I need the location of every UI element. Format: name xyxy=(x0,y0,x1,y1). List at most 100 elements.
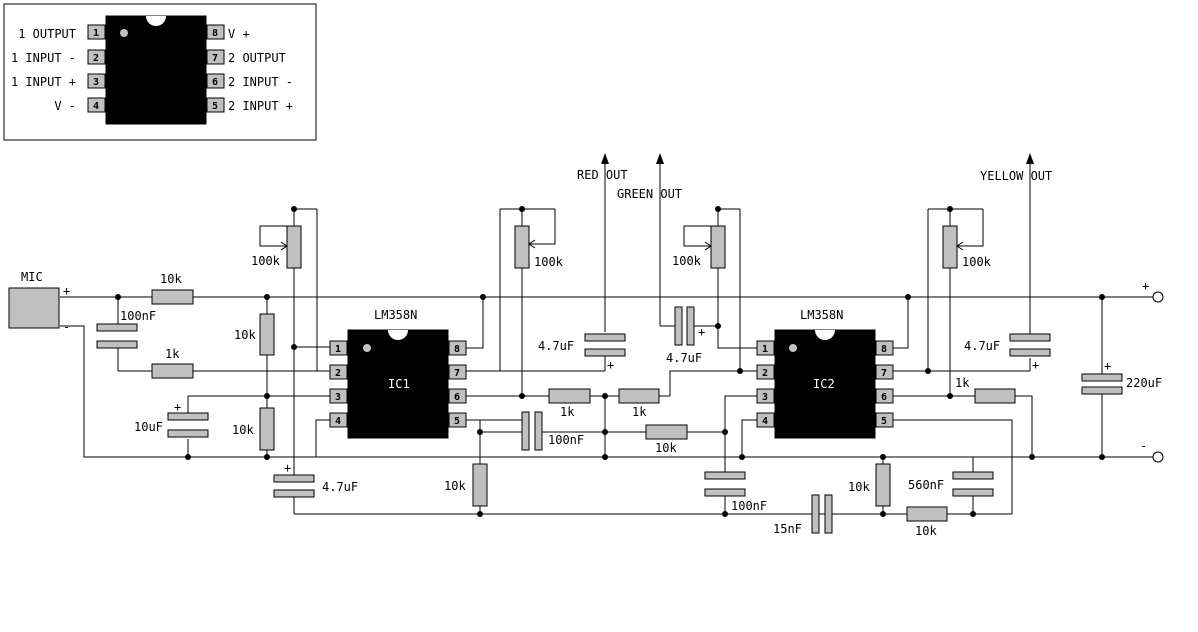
cap-47uF-red-plate-a xyxy=(584,333,626,342)
resistor-1k-a xyxy=(548,388,591,404)
supply-terminals: + - xyxy=(1140,279,1164,463)
junction-dots xyxy=(115,206,1105,517)
ic1-pin1-marker xyxy=(363,344,371,352)
ic2-notch xyxy=(815,330,835,340)
mic-body xyxy=(8,287,60,329)
pinout-label-v-minus: V - xyxy=(54,99,76,113)
label-pot1: 100k xyxy=(251,254,281,268)
svg-text:4: 4 xyxy=(762,416,768,427)
cap-47uF-low-plate-a xyxy=(273,474,315,483)
ic2: 1 2 3 4 8 7 6 5 LM358N IC2 xyxy=(756,308,894,439)
cap-100nF-in-plate-a xyxy=(96,323,138,332)
pinout-label-1-input-plus: 1 INPUT + xyxy=(11,75,76,89)
label-c-47uF-low: 4.7uF xyxy=(322,480,358,494)
terminal-plus-label: + xyxy=(1142,279,1149,293)
resistor-10k-mid xyxy=(645,424,688,440)
label-c-47uF-yellow: 4.7uF xyxy=(964,339,1000,353)
cap-15nF-plate-b xyxy=(824,494,833,534)
cap-220uF-plus: + xyxy=(1104,359,1111,373)
capacitors: + + + + + + xyxy=(96,306,1123,534)
pot1-body xyxy=(286,225,302,269)
label-c-100nF-low: 100nF xyxy=(731,499,767,513)
svg-text:4: 4 xyxy=(335,416,341,427)
svg-text:3: 3 xyxy=(762,392,768,403)
cap-47uF-green-plus: + xyxy=(698,325,705,339)
pinout-pin-1 xyxy=(87,24,106,40)
cap-10uF-plus: + xyxy=(174,400,181,414)
pinout-num-3: 3 xyxy=(93,77,99,88)
svg-text:2: 2 xyxy=(762,368,768,379)
pinout-pin-5 xyxy=(206,97,225,113)
pot4-body xyxy=(942,225,958,269)
value-labels: 10k 100nF 1k 10k 10k 10uF 100k 100k 100k… xyxy=(120,254,1162,538)
svg-text:7: 7 xyxy=(881,368,887,379)
label-r-10k-ic2b: 10k xyxy=(915,524,937,538)
svg-text:5: 5 xyxy=(881,416,887,427)
pinout-label-1-output: 1 OUTPUT xyxy=(18,27,76,41)
pot1-wiper xyxy=(260,241,288,251)
cap-47uF-red-plate-b xyxy=(584,348,626,357)
pinout-pin1-marker xyxy=(120,29,128,37)
label-r-10k-ic2a: 10k xyxy=(848,480,870,494)
wires xyxy=(60,160,1154,515)
ic1-notch xyxy=(388,330,408,340)
cap-10uF-plate-a xyxy=(167,412,209,421)
label-pot3: 100k xyxy=(672,254,702,268)
pinout-pin-2 xyxy=(87,49,106,65)
yellow-out-label: YELLOW OUT xyxy=(980,169,1052,183)
cap-560nF-plate-a xyxy=(952,471,994,480)
resistor-10k-bias1 xyxy=(259,313,275,356)
cap-100nF-mid-plate-a xyxy=(521,411,530,451)
cap-15nF-plate-a xyxy=(811,494,820,534)
label-c-15nF: 15nF xyxy=(773,522,802,536)
label-pot4: 100k xyxy=(962,255,992,269)
pot2-body xyxy=(514,225,530,269)
svg-text:6: 6 xyxy=(454,392,460,403)
svg-text:5: 5 xyxy=(454,416,460,427)
cap-10uF-plate-b xyxy=(167,429,209,438)
pinout-pin-4 xyxy=(87,97,106,113)
potentiometers xyxy=(260,225,983,269)
pinout-num-8: 8 xyxy=(212,28,218,39)
terminal-minus xyxy=(1152,451,1164,463)
terminal-plus xyxy=(1152,291,1164,303)
microphone: MIC + - xyxy=(8,270,70,334)
pinout-num-7: 7 xyxy=(212,53,218,64)
cap-47uF-yellow-plate-a xyxy=(1009,333,1051,342)
ic1-name-label: IC1 xyxy=(388,377,410,391)
pot3-wiper xyxy=(684,241,712,251)
label-c-560nF: 560nF xyxy=(908,478,944,492)
mic-plus-label: + xyxy=(63,284,70,298)
pinout-frame xyxy=(3,3,317,141)
cap-100nF-low-plate-b xyxy=(704,488,746,497)
cap-560nF-plate-b xyxy=(952,488,994,497)
resistor-1k-c xyxy=(974,388,1016,404)
red-out-label: RED OUT xyxy=(577,168,628,182)
pinout-label-1-input-minus: 1 INPUT - xyxy=(11,51,76,65)
red-out-arrow-icon xyxy=(601,153,609,164)
cap-100nF-low-plate-a xyxy=(704,471,746,480)
green-out-label: GREEN OUT xyxy=(617,187,682,201)
svg-text:6: 6 xyxy=(881,392,887,403)
resistors xyxy=(151,289,1016,522)
cap-47uF-yellow-plate-b xyxy=(1009,348,1051,357)
pot2-wiper xyxy=(528,239,555,249)
pinout-num-4: 4 xyxy=(93,101,99,112)
svg-text:8: 8 xyxy=(454,344,460,355)
resistor-10k-top xyxy=(151,289,194,305)
resistor-1k-b xyxy=(618,388,660,404)
cap-47uF-red-plus: + xyxy=(607,358,614,372)
cap-100nF-in-plate-b xyxy=(96,340,138,349)
svg-text:3: 3 xyxy=(335,392,341,403)
svg-text:1: 1 xyxy=(762,344,768,355)
label-r-1k-c: 1k xyxy=(955,376,970,390)
cap-47uF-low-plus: + xyxy=(284,461,291,475)
label-r-10k-top: 10k xyxy=(160,272,182,286)
resistor-10k-bias2 xyxy=(259,407,275,451)
svg-text:2: 2 xyxy=(335,368,341,379)
svg-text:7: 7 xyxy=(454,368,460,379)
label-c-220uF: 220uF xyxy=(1126,376,1162,390)
label-r-10k-bias2: 10k xyxy=(232,423,254,437)
pinout-label-2-output: 2 OUTPUT xyxy=(228,51,286,65)
